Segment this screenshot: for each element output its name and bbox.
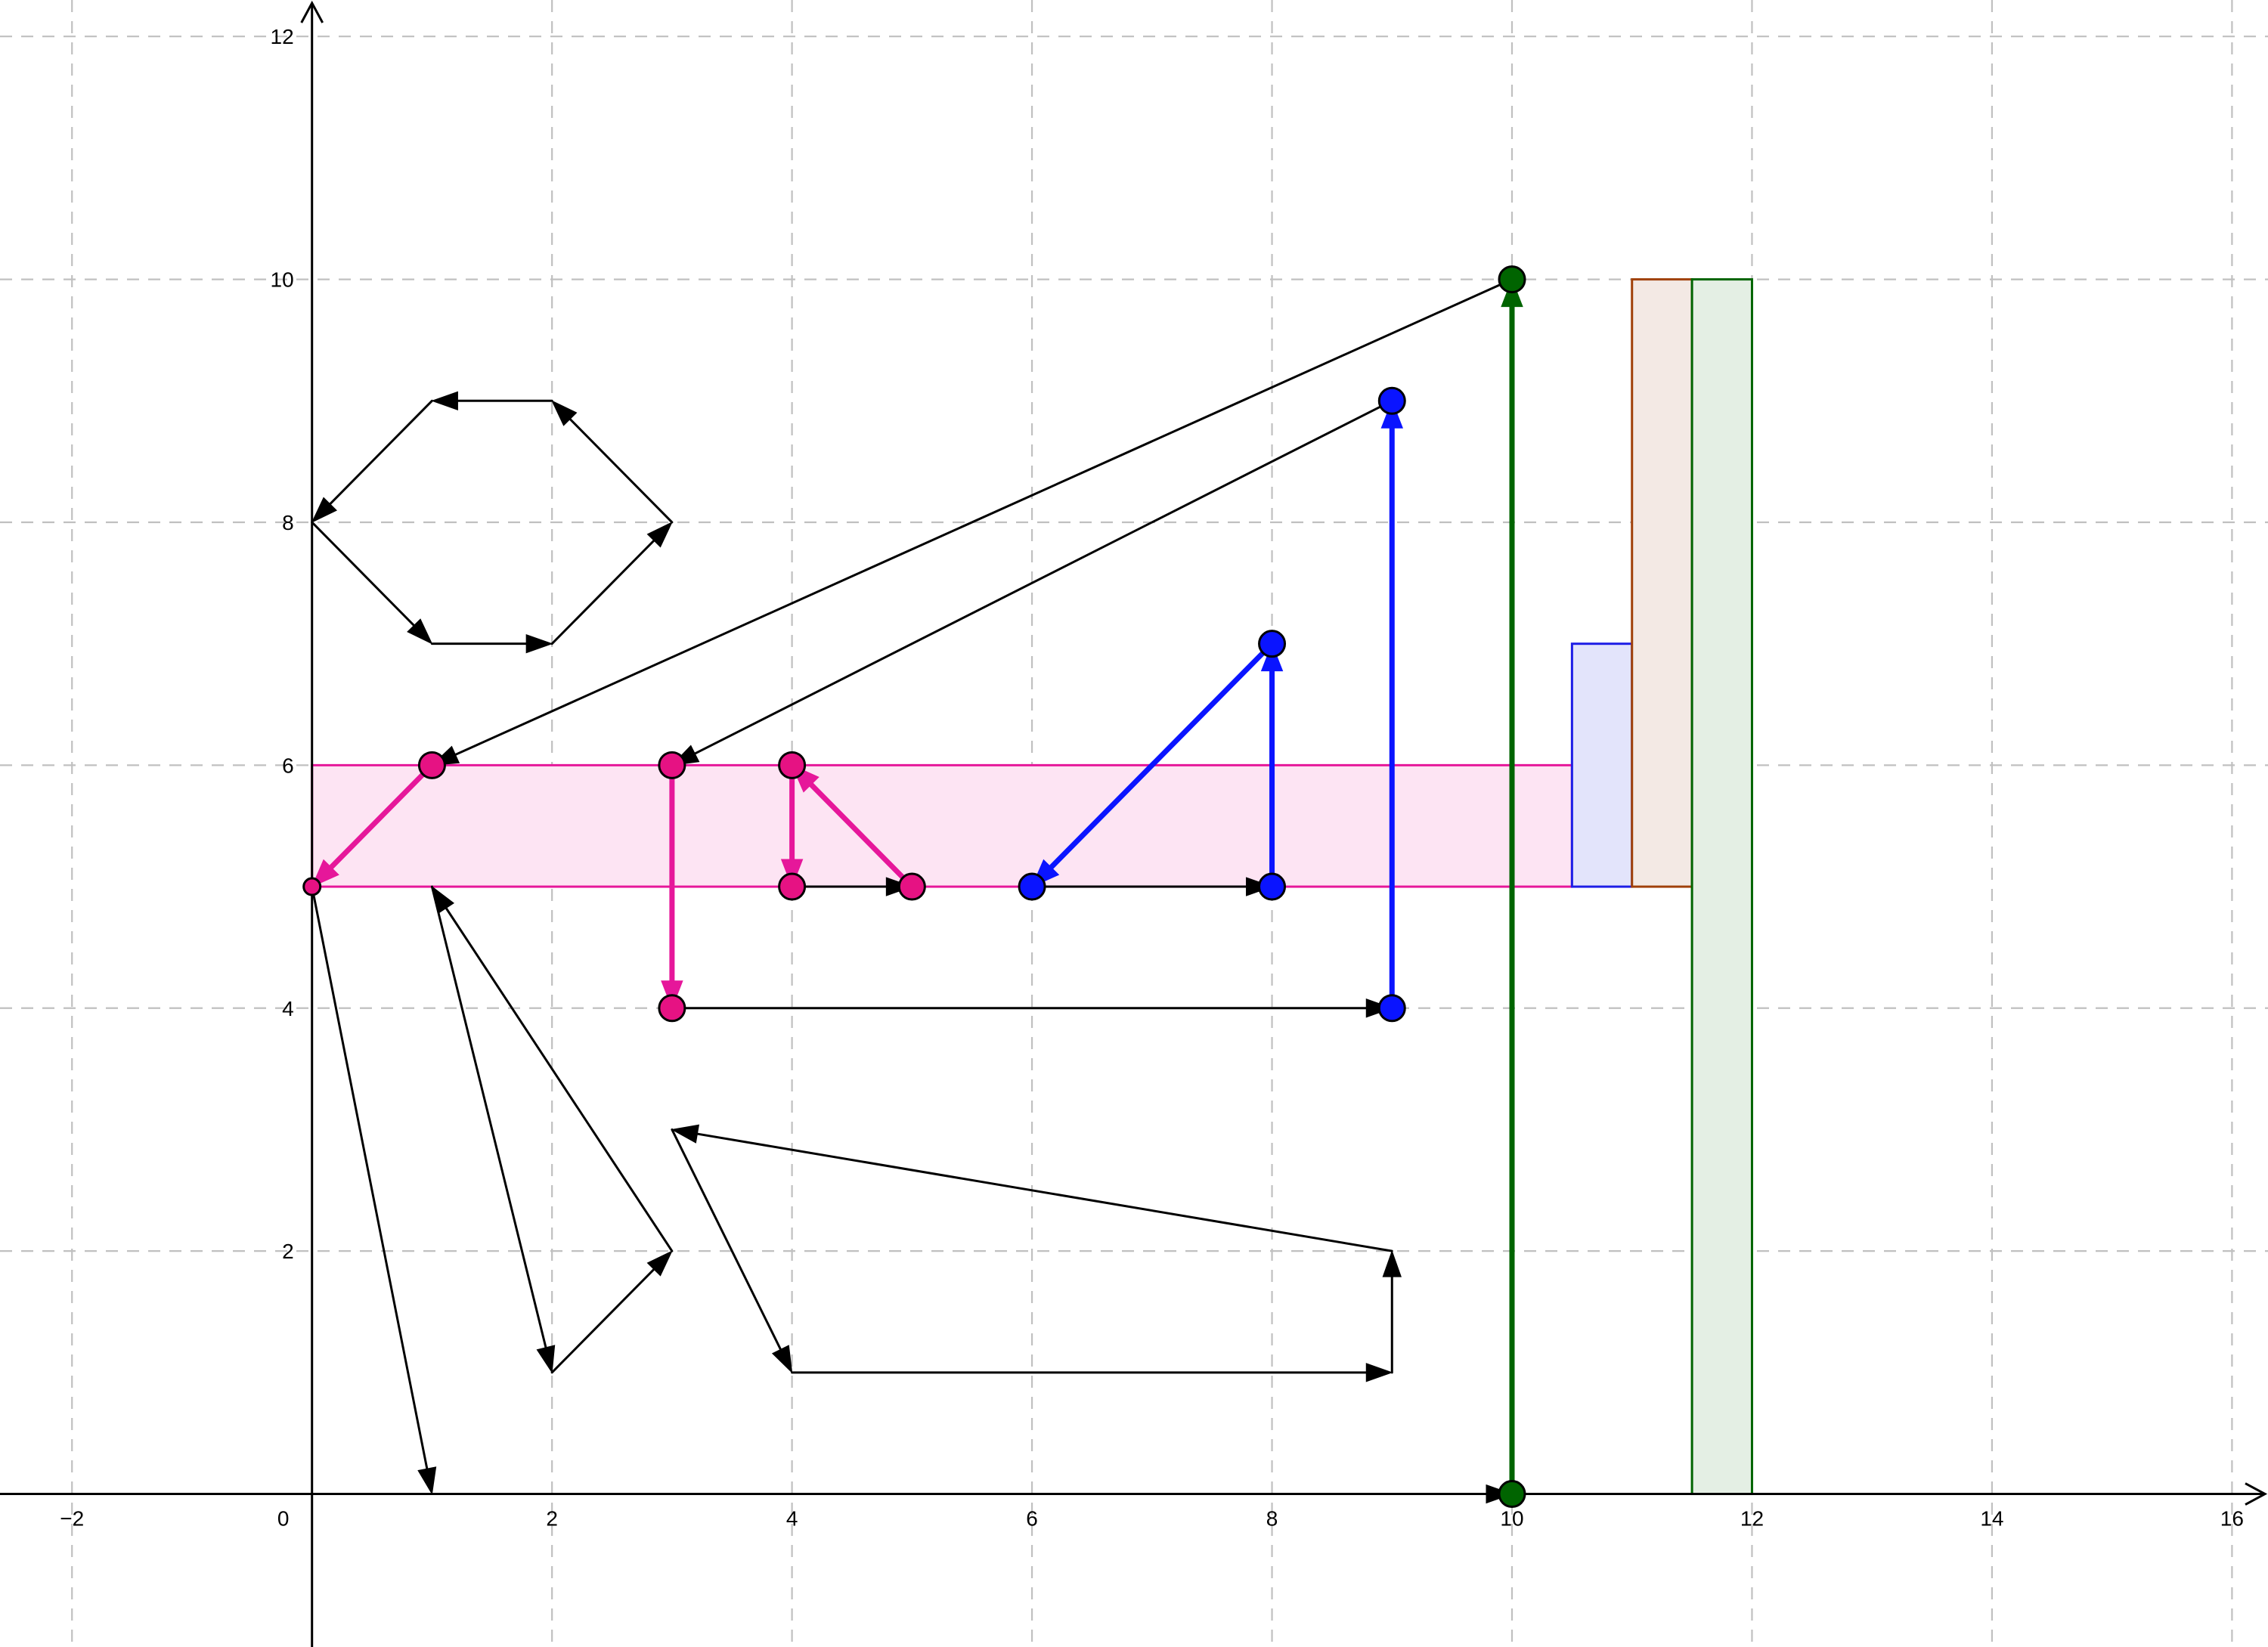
arrowhead-icon (430, 391, 458, 410)
vector-shaft (327, 399, 433, 508)
arrowhead-icon (431, 885, 455, 914)
arrowhead-icon (311, 497, 337, 524)
x-tick-label: 14 (1980, 1507, 2003, 1531)
point-green[interactable] (1498, 265, 1526, 294)
vector-shaft (550, 537, 658, 645)
vector-shaft (311, 521, 417, 629)
vector-black (550, 1250, 673, 1374)
vector-shaft (692, 1132, 1393, 1252)
arrowhead-icon (551, 400, 578, 426)
vector-black (430, 1484, 1514, 1504)
arrowhead-icon (1382, 1249, 1402, 1277)
point-green[interactable] (1498, 1480, 1526, 1509)
vector-shaft (451, 278, 1514, 757)
vector-shaft (326, 762, 435, 872)
y-tick-label: 4 (282, 997, 294, 1020)
blue-bar-rect (1570, 642, 1634, 888)
vector-shaft (443, 904, 674, 1252)
x-tick-label: 4 (786, 1507, 798, 1531)
tick-labels: −2 0 2 4 6 8 10 12 14 16 2 4 6 8 10 12 (60, 25, 2244, 1530)
point-blue[interactable] (1018, 872, 1046, 901)
point-blue[interactable] (1377, 994, 1406, 1023)
vector-black (311, 399, 433, 524)
y-axis-arrow-icon (300, 0, 324, 23)
vector-black (1382, 1249, 1402, 1374)
x-tick-label: 12 (1740, 1507, 1764, 1531)
vector-black (430, 633, 553, 654)
point-pink[interactable] (897, 872, 926, 901)
vector-black (551, 400, 674, 524)
arrowhead-icon (646, 521, 673, 548)
y-tick-label: 6 (282, 754, 294, 777)
rectangles-layer (311, 278, 1753, 1496)
x-tick-label: 0 (277, 1507, 290, 1531)
vector-black (671, 1124, 1393, 1252)
arrowhead-icon (646, 1250, 673, 1277)
vector-black (791, 1363, 1393, 1382)
point-pink[interactable] (778, 751, 807, 779)
green-bar-rect (1690, 278, 1753, 1496)
arrowhead-icon (771, 1345, 793, 1374)
vector-shaft (550, 1265, 658, 1374)
vector-blue (1380, 399, 1404, 1011)
y-tick-label: 10 (271, 268, 294, 292)
vector-black (550, 521, 673, 645)
vector-black (311, 521, 433, 645)
arrowhead-icon (525, 633, 553, 654)
y-tick-label: 2 (282, 1240, 294, 1263)
arrowhead-icon (417, 1466, 437, 1496)
y-tick-label: 12 (271, 25, 294, 48)
vector-shaft (430, 885, 548, 1352)
point-pink[interactable] (778, 872, 807, 901)
vector-black (430, 885, 556, 1374)
x-tick-label: −2 (60, 1507, 84, 1531)
vector-black (430, 391, 553, 410)
point-pink[interactable] (302, 877, 322, 896)
points-layer (302, 265, 1526, 1509)
arrowhead-icon (536, 1345, 556, 1374)
x-tick-label: 6 (1026, 1507, 1038, 1531)
x-tick-label: 2 (546, 1507, 558, 1531)
vector-shaft (691, 399, 1393, 757)
brown-bar-rect (1631, 278, 1693, 888)
arrowhead-icon (1365, 1363, 1393, 1382)
arrowhead-icon (671, 1124, 700, 1144)
point-pink[interactable] (417, 751, 446, 779)
vector-black (431, 885, 674, 1252)
arrowhead-icon (407, 618, 433, 645)
vector-shaft (671, 1128, 783, 1354)
point-blue[interactable] (1258, 872, 1287, 901)
vector-shaft (1046, 641, 1275, 872)
x-tick-label: 10 (1500, 1507, 1523, 1531)
x-tick-label: 16 (2220, 1507, 2244, 1531)
vector-shaft (311, 885, 429, 1473)
point-blue[interactable] (1258, 630, 1287, 658)
point-blue[interactable] (1377, 386, 1406, 415)
point-pink[interactable] (658, 751, 686, 779)
pink-band-rect (311, 763, 1573, 888)
x-axis-arrow-icon (2245, 1482, 2268, 1506)
x-tick-label: 8 (1266, 1507, 1278, 1531)
vector-black (311, 885, 437, 1496)
vector-black (671, 1128, 793, 1374)
vector-shaft (806, 779, 915, 890)
vector-shaft (566, 416, 674, 524)
point-pink[interactable] (658, 994, 686, 1023)
y-tick-label: 8 (282, 511, 294, 534)
